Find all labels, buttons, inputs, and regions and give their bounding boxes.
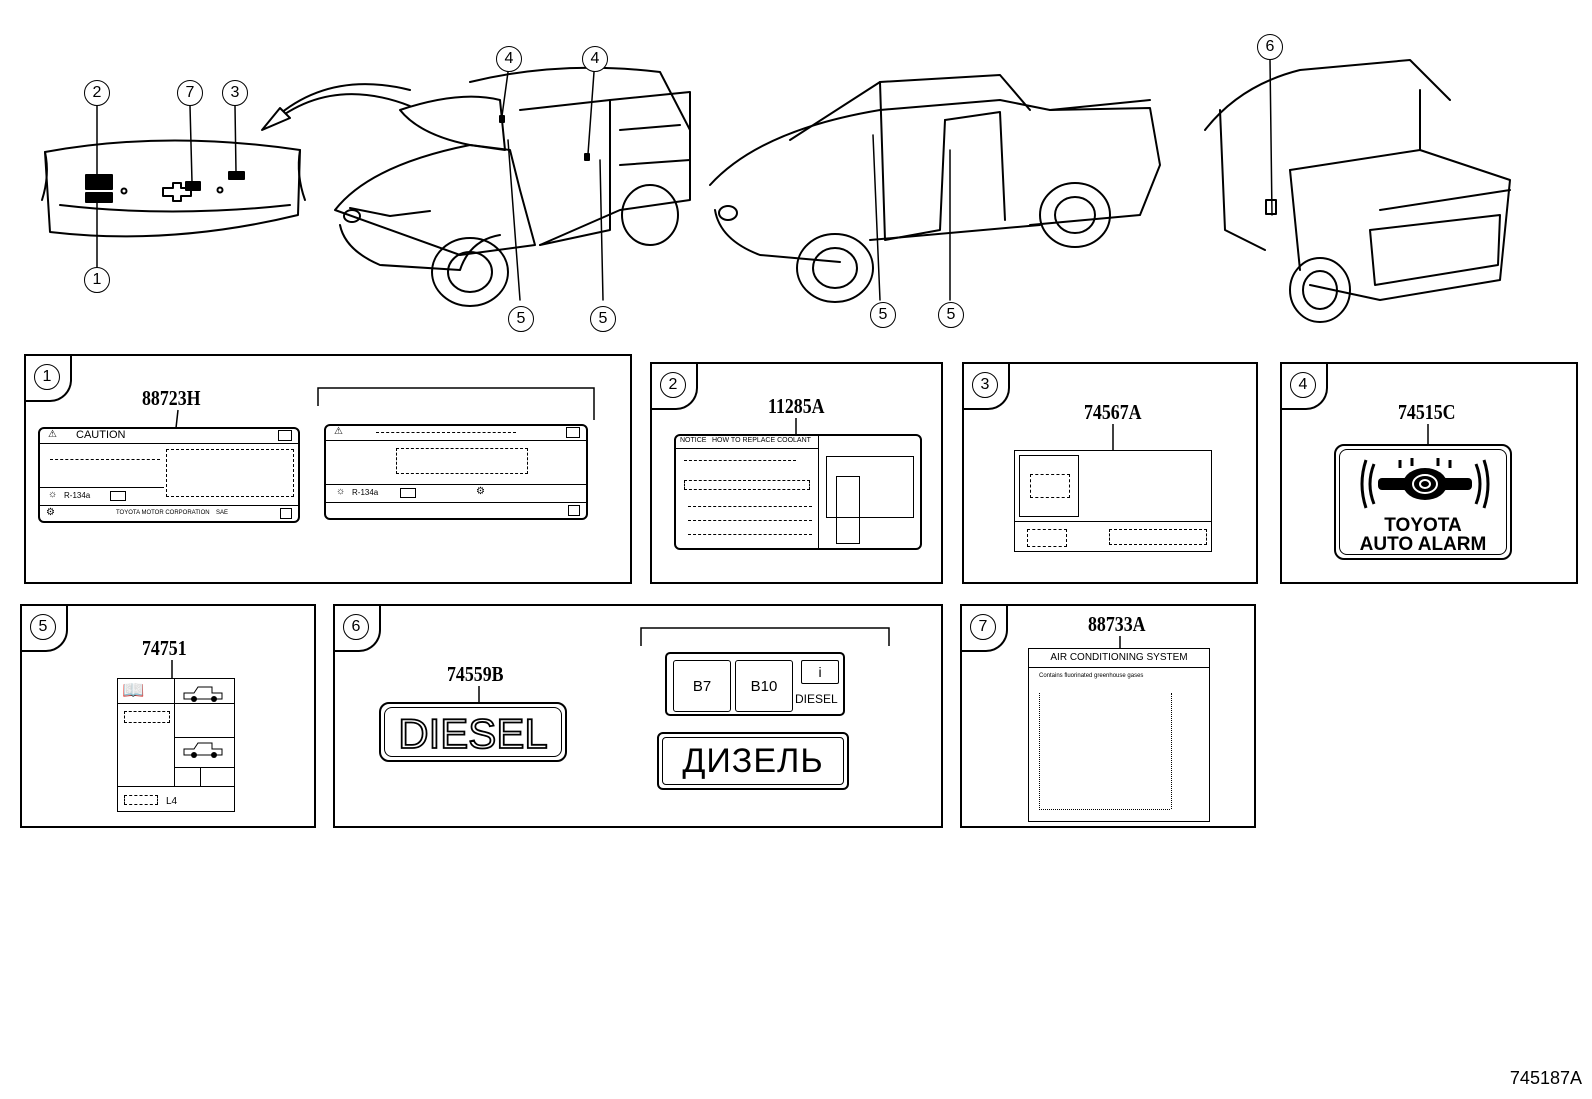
panel-7-part-number: 88733A xyxy=(1088,612,1146,636)
panel-6-part-number: 74559B xyxy=(447,662,504,686)
panel-2-number: 2 xyxy=(660,372,686,398)
diesel-emblem: DIESEL xyxy=(379,702,567,762)
sae-text: SAE xyxy=(216,510,229,516)
container-icon xyxy=(400,488,416,498)
b7-badge: B7 xyxy=(673,660,731,712)
figure-code: 745187A xyxy=(1509,1068,1582,1088)
notice-text: NOTICE xyxy=(680,437,707,444)
compressor-icon: ⚙ xyxy=(476,486,485,497)
panel-1-leaders xyxy=(175,387,595,429)
panel-5: 5 74751 📖 L4 xyxy=(20,604,316,828)
callout-4a: 4 xyxy=(496,46,522,72)
tire-pressure-label: 📖 L4 xyxy=(117,678,235,812)
callout-5c: 5 xyxy=(870,302,896,328)
warning-triangle-icon: ⚠ xyxy=(48,429,57,440)
callout-6: 6 xyxy=(1257,34,1283,60)
vehicle-illustration xyxy=(41,59,1511,323)
auto-alarm-label: TOYOTA AUTO ALARM xyxy=(1334,444,1512,560)
tire-code-text: L4 xyxy=(166,796,178,807)
refrigerant-text-variant: R-134a xyxy=(352,488,379,497)
warning-triangle-icon: ⚠ xyxy=(334,426,343,437)
ac-system-label: AIR CONDITIONING SYSTEM Contains fluorin… xyxy=(1028,648,1210,822)
callout-7: 7 xyxy=(177,80,203,106)
compressor-icon: ⚙ xyxy=(46,507,55,518)
ac-title: AIR CONDITIONING SYSTEM xyxy=(1050,652,1188,663)
diesel-small-text: DIESEL xyxy=(795,692,838,706)
alarm-siren-icon xyxy=(1360,458,1490,509)
callout-3: 3 xyxy=(222,80,248,106)
panel-5-part-number: 74751 xyxy=(142,636,187,660)
radiator-diagram xyxy=(826,456,914,518)
ac-subtitle: Contains fluorinated greenhouse gases xyxy=(1039,673,1144,679)
blank-label xyxy=(1014,450,1212,552)
maker-text: TOYOTA MOTOR CORPORATION xyxy=(116,510,210,516)
panel-3-part-number: 74567A xyxy=(1084,400,1142,424)
callout-5b: 5 xyxy=(590,306,616,332)
panel-3: 3 74567A xyxy=(962,362,1258,584)
panel-2: 2 11285A NOTICE HOW TO REPLACE COOLANT xyxy=(650,362,943,584)
manual-icon xyxy=(278,430,292,441)
panel-1: 1 88723H ⚠ CAUTION ☼ R-134a ⚙ TOYOTA MOT… xyxy=(24,354,632,584)
panel-4: 4 74515C TOYOTA AUTO ALARM xyxy=(1280,362,1578,584)
auto-alarm-text: AUTO ALARM xyxy=(1359,534,1487,555)
panel-2-part-number: 11285A xyxy=(768,394,825,418)
caution-label: ⚠ CAUTION ☼ R-134a ⚙ TOYOTA MOTOR CORPOR… xyxy=(38,427,300,523)
panel-6: 6 74559B DIESEL B7 B10 i DIESEL ДИЗЕЛЬ xyxy=(333,604,943,828)
cyrillic-diesel-label: ДИЗЕЛЬ xyxy=(657,732,849,790)
callout-5d: 5 xyxy=(938,302,964,328)
truck-icon-2 xyxy=(183,742,223,758)
manual-book-icon: i xyxy=(801,660,839,684)
diesel-emblem-text: DIESEL xyxy=(398,710,547,757)
panel-7-number: 7 xyxy=(970,614,996,640)
refrigerant-icon: ☼ xyxy=(48,489,58,500)
fuel-type-label: B7 B10 i DIESEL xyxy=(665,652,845,716)
toyota-text: TOYOTA xyxy=(1384,515,1462,536)
caution-text: CAUTION xyxy=(76,429,126,441)
panel-6-number: 6 xyxy=(343,614,369,640)
panel-1-number: 1 xyxy=(34,364,60,390)
callout-4b: 4 xyxy=(582,46,608,72)
panel-3-number: 3 xyxy=(972,372,998,398)
caution-label-variant: ⚠ ☼ R-134a ⚙ xyxy=(324,424,588,520)
callout-1: 1 xyxy=(84,267,110,293)
panel-4-part-number: 74515C xyxy=(1398,400,1456,424)
callout-2: 2 xyxy=(84,80,110,106)
callout-5a: 5 xyxy=(508,306,534,332)
truck-icon xyxy=(183,686,223,702)
manual-icon xyxy=(566,427,580,438)
panel-1-part-number: 88723H xyxy=(142,386,201,410)
panel-4-number: 4 xyxy=(1290,372,1316,398)
container-icon xyxy=(110,491,126,501)
coolant-label: NOTICE HOW TO REPLACE COOLANT xyxy=(674,434,922,550)
panel-7: 7 88733A AIR CONDITIONING SYSTEM Contain… xyxy=(960,604,1256,828)
panel-5-number: 5 xyxy=(30,614,56,640)
refrigerant-icon: ☼ xyxy=(336,486,346,497)
refrigerant-text: R-134a xyxy=(64,491,91,500)
cyrillic-diesel-text: ДИЗЕЛЬ xyxy=(682,742,824,780)
book-icon: 📖 xyxy=(122,680,145,700)
coolant-header-text: HOW TO REPLACE COOLANT xyxy=(712,437,811,444)
b10-badge: B10 xyxy=(735,660,793,712)
